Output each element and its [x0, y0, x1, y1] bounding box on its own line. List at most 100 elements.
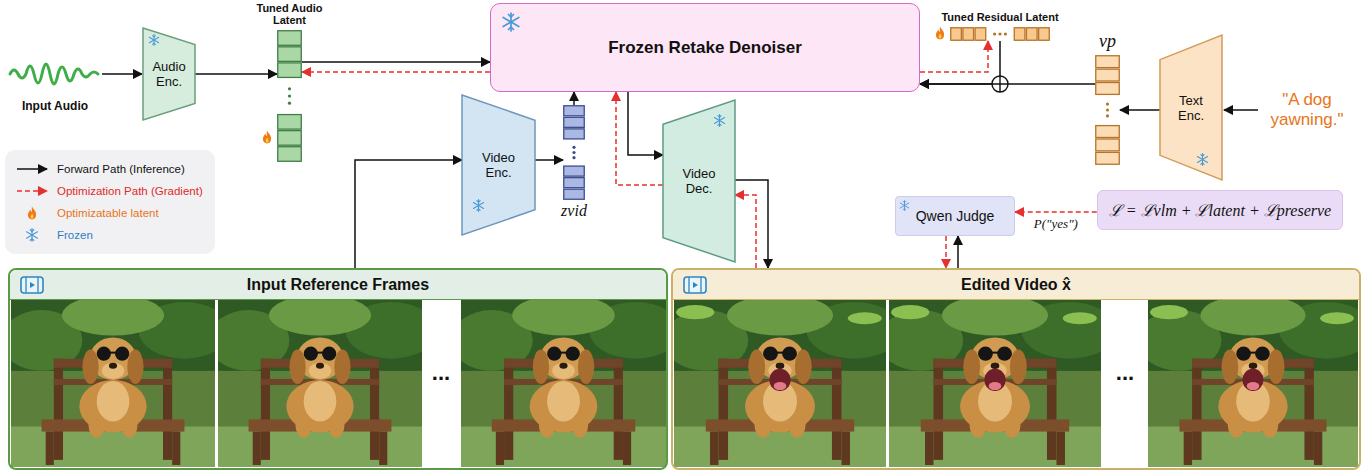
sum-cross — [992, 76, 1008, 92]
vector-dot — [1004, 32, 1007, 35]
vector-dot — [572, 151, 575, 154]
node-text: Qwen Judge — [916, 208, 995, 224]
video-frame — [878, 295, 1117, 467]
audio-waveform — [10, 64, 98, 84]
encoder-trapezoid: Audio Enc. — [143, 28, 195, 120]
vector-dot — [993, 32, 996, 35]
trapezoid-fill — [1160, 35, 1222, 180]
input-arrow — [102, 73, 142, 75]
legend-row: Frozen — [15, 224, 203, 246]
snow-icon — [27, 229, 38, 242]
vector-label: Tuned Residual Latent — [915, 11, 1085, 24]
film-icon — [20, 276, 44, 294]
encoder-trapezoid: Video Enc. — [462, 95, 535, 235]
node-text: Frozen Retake Denoiser — [608, 38, 802, 58]
snow-icon — [148, 34, 160, 46]
prompt-text: "A dog yawning." — [1262, 90, 1352, 129]
fire-icon — [260, 130, 274, 144]
vector-cell — [278, 147, 302, 162]
embedding-vector: vp — [1095, 55, 1120, 165]
snow-icon — [501, 12, 521, 32]
vector-cells — [563, 105, 585, 200]
film-icon — [683, 276, 707, 294]
vector-cells — [950, 27, 1050, 41]
node-text: Audio Enc. — [147, 59, 191, 89]
snow-icon — [899, 200, 910, 211]
vector-cell — [963, 28, 974, 41]
vector-dot — [572, 156, 575, 159]
snow-icon — [472, 199, 485, 212]
forward-arrow — [573, 92, 575, 105]
video-frame — [663, 295, 902, 467]
ellipsis: ... — [423, 360, 459, 385]
node-text: Input Reference Frames — [247, 276, 429, 294]
video-frame — [208, 295, 437, 467]
vector-cell — [564, 129, 585, 139]
trapezoid-fill — [663, 100, 735, 262]
legend-sample — [15, 206, 49, 220]
vector-dot — [1106, 108, 1109, 111]
input-label: Input Audio — [5, 100, 105, 114]
vector-cell — [278, 63, 302, 78]
vector-dot — [572, 146, 575, 149]
vector-cell — [564, 189, 585, 199]
vector-cell — [1096, 83, 1120, 95]
vector-cell — [564, 178, 585, 188]
decoder-trapezoid: Video Dec. — [663, 100, 735, 262]
vector-label: zvid — [549, 202, 599, 220]
node-text: Video Enc. — [477, 150, 521, 180]
forward-arrow — [957, 236, 959, 268]
vector-cells — [277, 30, 302, 162]
vector-cell — [951, 28, 962, 41]
latent-vector: Tuned Audio Latent — [277, 30, 302, 162]
edge-label: P("yes") — [1031, 216, 1081, 232]
node-text: zvid — [549, 202, 599, 220]
node-text: ℒ = ℒvlm + ℒlatent + ℒpreserve — [1109, 199, 1331, 221]
node-text: Tuned Residual Latent — [915, 11, 1085, 24]
latent-vector: Tuned Residual Latent — [950, 27, 1050, 41]
node-text: vp — [1088, 31, 1128, 52]
vector-label: Tuned Audio Latent — [251, 2, 329, 27]
vector-dot — [288, 94, 291, 97]
ellipsis: ... — [1105, 360, 1145, 385]
vector-dot — [288, 102, 291, 105]
snow-icon — [713, 114, 726, 127]
vector-cell — [1096, 152, 1120, 164]
legend-line — [17, 168, 47, 170]
forward-arrow — [920, 41, 1000, 84]
vector-cell — [278, 115, 302, 130]
gradient-arrow — [302, 71, 490, 73]
legend-text: Frozen — [57, 229, 93, 241]
frames-panel: Edited Video x̂ — [671, 268, 1361, 470]
forward-arrow — [355, 160, 462, 268]
legend-sample — [15, 228, 49, 242]
panel-header: Edited Video x̂ — [673, 270, 1359, 300]
vector-cell — [1096, 56, 1120, 68]
vector-cell — [278, 131, 302, 146]
legend-box: Forward Path (Inference) Optimization Pat… — [5, 150, 215, 254]
trapezoid-fill — [143, 28, 195, 120]
vector-label: vp — [1088, 31, 1128, 52]
vector-cell — [564, 117, 585, 127]
vector-dot — [1106, 114, 1109, 117]
gradient-arrow — [945, 236, 947, 268]
video-frame — [451, 295, 682, 467]
forward-arrow — [628, 92, 663, 155]
gradient-arrow — [616, 92, 663, 185]
panel-header: Input Reference Frames — [10, 270, 666, 300]
vector-cell — [278, 31, 302, 46]
video-frame — [1138, 295, 1367, 467]
node-text: Tuned Audio Latent — [251, 2, 329, 27]
fire-icon — [28, 207, 36, 220]
legend-text: Optimization Path (Gradient) — [57, 185, 203, 197]
vector-cell — [278, 47, 302, 62]
vector-dot — [998, 32, 1001, 35]
legend-text: Optimizatable latent — [57, 207, 159, 219]
forward-arrow — [735, 180, 768, 268]
frames-panel: Input Reference Frames — [8, 268, 668, 470]
forward-arrow — [1120, 109, 1160, 111]
node-text: Text Enc. — [1169, 93, 1213, 123]
vector-cell — [1039, 28, 1050, 41]
legend-row: Forward Path (Inference) — [15, 158, 203, 180]
vector-cell — [1096, 126, 1120, 138]
